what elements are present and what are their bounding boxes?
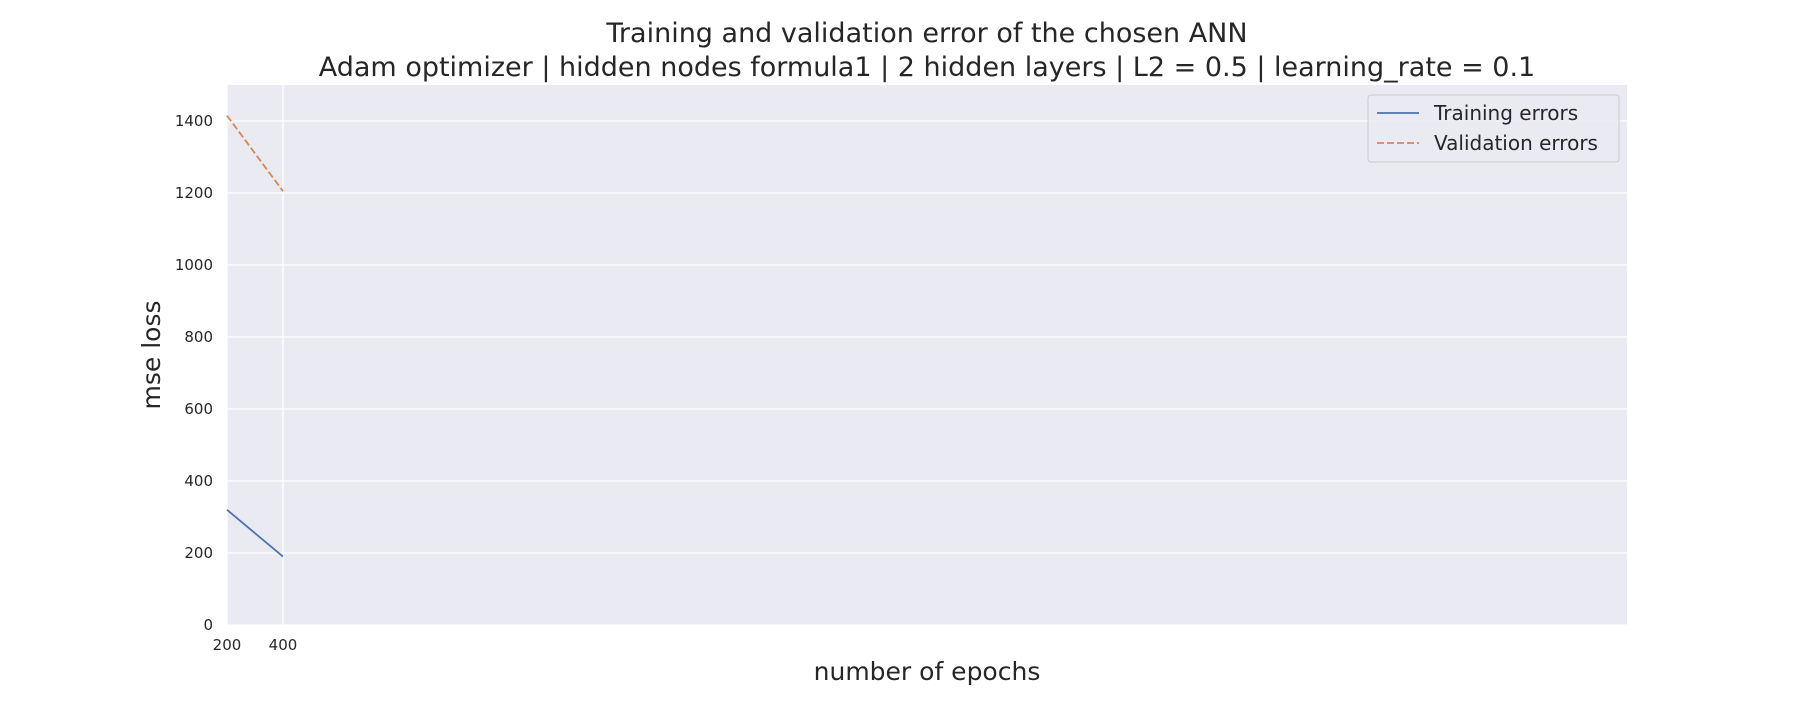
y-tick-label-1000: 1000: [175, 256, 213, 274]
series-line-training: [226, 509, 284, 558]
legend-label-validation: Validation errors: [1434, 131, 1598, 155]
legend: Training errors Validation errors: [1367, 94, 1620, 163]
chart-title: Training and validation error of the cho…: [605, 18, 1247, 49]
y-tick-label-0: 0: [203, 616, 213, 634]
y-tick-label-400: 400: [184, 472, 213, 490]
plot-area: [227, 85, 1627, 625]
x-tick-label-400: 400: [269, 636, 298, 654]
series-line-validation: [226, 115, 284, 192]
chart-subtitle: Adam optimizer | hidden nodes formula1 |…: [319, 52, 1536, 83]
y-tick-label-800: 800: [184, 328, 213, 346]
x-tick-label-200: 200: [213, 636, 242, 654]
y-tick-label-1400: 1400: [175, 112, 213, 130]
legend-label-training: Training errors: [1433, 101, 1578, 125]
grid-lines: [226, 85, 1627, 626]
y-axis-label: mse loss: [137, 301, 166, 410]
series-lines: [226, 115, 284, 558]
y-tick-label-200: 200: [184, 544, 213, 562]
x-axis-label: number of epochs: [814, 657, 1041, 686]
legend-box: [1367, 94, 1620, 163]
y-tick-label-600: 600: [184, 400, 213, 418]
y-tick-label-1200: 1200: [175, 184, 213, 202]
